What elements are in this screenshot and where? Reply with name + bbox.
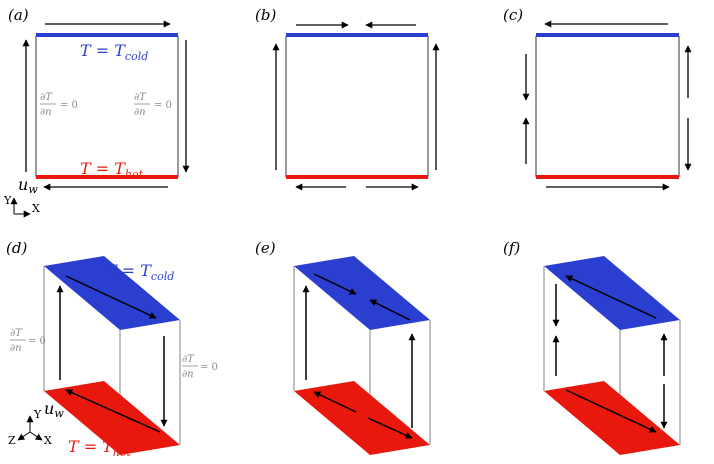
bottom-arrow-d (65, 389, 161, 433)
bottom-arrow-f (565, 389, 657, 433)
svg-text:∂T: ∂T (134, 92, 147, 103)
hot-wall-d (44, 381, 180, 455)
panel-label-f: (f) (503, 239, 520, 257)
svg-text:∂T: ∂T (40, 92, 53, 103)
bc-right-d: ∂T ∂n = 0 (182, 354, 218, 380)
top-arrow-1-e (313, 273, 357, 295)
cold-label-a: T = Tcold (80, 41, 148, 63)
bottom-arrow-1-e (313, 391, 357, 413)
top-arrow-2-e (369, 299, 411, 321)
axes-2d: Y X (3, 194, 40, 218)
panel-d: (d) T = Tcold T = Thot ∂T ∂n = 0 ∂T ∂n =… (6, 239, 218, 459)
svg-text:∂T: ∂T (10, 328, 23, 339)
svg-text:∂n: ∂n (40, 107, 52, 118)
svg-text:∂T: ∂T (182, 354, 195, 365)
panel-label-a: (a) (8, 6, 29, 24)
cold-wall-d (44, 256, 180, 330)
axes-3d: Y X Z (8, 408, 52, 447)
svg-text:X: X (32, 202, 40, 215)
panel-label-e: (e) (255, 239, 276, 257)
cold-wall-e (294, 256, 430, 330)
svg-text:∂n: ∂n (134, 107, 146, 118)
panel-label-c: (c) (503, 6, 523, 24)
svg-text:X: X (44, 434, 52, 447)
uw-label-d: uw (44, 399, 64, 420)
svg-text:Y: Y (3, 194, 12, 207)
panel-c: (c) (503, 6, 692, 191)
svg-text:= 0: = 0 (60, 100, 78, 111)
bc-left-d: ∂T ∂n = 0 (10, 328, 46, 354)
panel-label-d: (d) (6, 239, 27, 257)
svg-text:∂n: ∂n (182, 369, 194, 380)
bottom-arrow-2-e (367, 417, 413, 439)
svg-text:Y: Y (33, 408, 42, 421)
hot-wall-e (294, 381, 430, 455)
top-arrow-d (65, 275, 157, 319)
panel-label-b: (b) (255, 6, 276, 24)
panel-f: (f) (503, 239, 681, 455)
cold-label-d: T = Tcold (106, 261, 174, 283)
hot-wall-f (544, 381, 680, 455)
bc-left-a: ∂T ∂n = 0 (40, 92, 78, 118)
svg-text:Z: Z (8, 434, 16, 447)
svg-text:∂n: ∂n (10, 343, 22, 354)
uw-label-a: uw (18, 175, 38, 196)
bc-right-a: ∂T ∂n = 0 (134, 92, 172, 118)
cold-wall-f (544, 256, 680, 330)
hot-label-a: T = Thot (80, 159, 144, 181)
panel-e: (e) (255, 239, 431, 455)
svg-text:= 0: = 0 (154, 100, 172, 111)
svg-text:= 0: = 0 (28, 336, 46, 347)
svg-text:= 0: = 0 (200, 362, 218, 373)
hot-label-d: T = Thot (68, 437, 132, 459)
panel-a: (a) T = Tcold T = Thot ∂T ∂n = 0 ∂T ∂n =… (3, 6, 190, 218)
top-arrow-f (565, 275, 657, 319)
panel-b: (b) (255, 6, 440, 191)
